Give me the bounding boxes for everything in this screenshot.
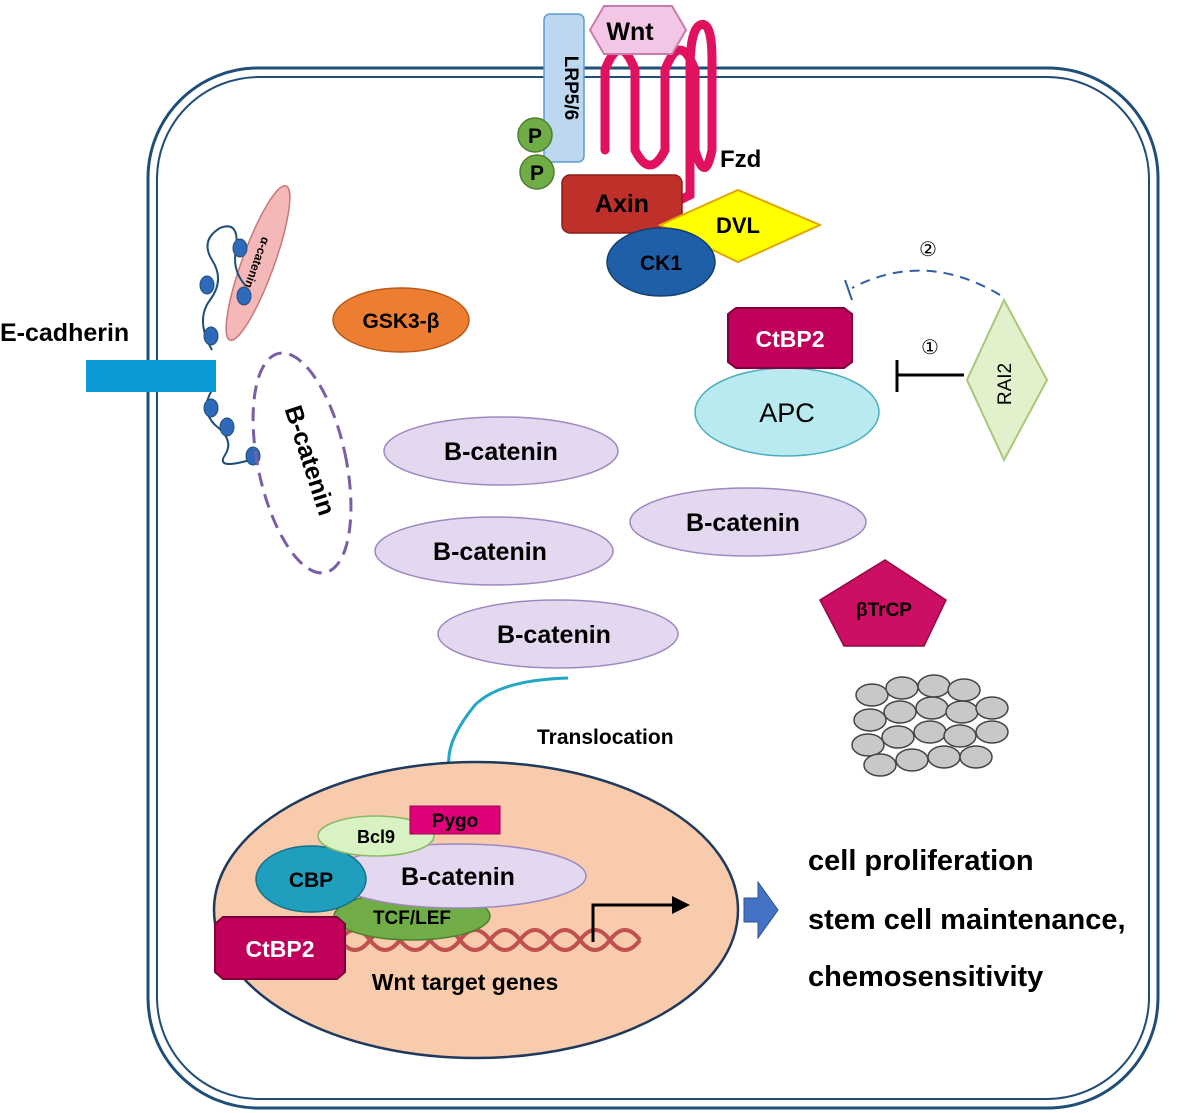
- transcription-arrowhead: [672, 896, 690, 914]
- cbp-ellipse: [255, 845, 367, 913]
- bcatenin-1-label: B-catenin: [444, 438, 558, 466]
- ctbp2-cyto-box: [727, 307, 853, 369]
- btrcp-label: βTrCP: [856, 600, 912, 621]
- bcatenin-3: [374, 516, 614, 586]
- ck1-label: CK1: [640, 252, 682, 275]
- ctbp2-nuc-label: CtBP2: [245, 936, 314, 962]
- bcatenin-2-label: B-catenin: [686, 509, 800, 537]
- e-cadherin-bar: [86, 360, 216, 392]
- circle-2-label: ②: [919, 239, 937, 261]
- bcl9-label: Bcl9: [357, 827, 395, 847]
- axin-box: [561, 174, 683, 234]
- membrane-bcatenin-label: B-catenin: [279, 402, 341, 519]
- gsk3b-label: GSK3-β: [363, 310, 440, 333]
- outcome-3: chemosensitivity: [808, 961, 1043, 993]
- bcatenin-3-label: B-catenin: [433, 538, 547, 566]
- transcription-arrow: [591, 903, 676, 942]
- phosphate-1-label: P: [528, 125, 542, 148]
- phosphate-1: [517, 117, 553, 153]
- btrcp-pentagon: [819, 559, 947, 647]
- cell-membrane-outer: [146, 66, 1160, 1110]
- wnt-targets-label: Wnt target genes: [372, 969, 559, 995]
- outcome-1: cell proliferation: [808, 845, 1034, 877]
- bcatenin-1: [383, 416, 619, 486]
- wnt-label: Wnt: [606, 18, 654, 46]
- lrp5-6-label: LRP5/6: [560, 56, 581, 120]
- ctbp2-cyto-label: CtBP2: [755, 326, 824, 352]
- outcome-2: stem cell maintenance,: [808, 904, 1126, 936]
- translocation-label: Translocation: [537, 726, 674, 749]
- rai2-inhibition-2: [844, 269, 1001, 301]
- wnt-ligand: [588, 5, 688, 55]
- ctbp2-nuc-box: [214, 916, 346, 980]
- bcatenin-nuc-label: B-catenin: [401, 863, 515, 891]
- outcome-arrow: [743, 880, 779, 940]
- bcatenin-4: [437, 599, 679, 669]
- bcl9-ellipse: [317, 815, 435, 857]
- ck1-ellipse: [606, 227, 716, 297]
- dvl-label: DVL: [716, 213, 760, 238]
- gsk3b-ellipse: [332, 287, 470, 353]
- bcatenin-2: [629, 487, 867, 557]
- axin-label: Axin: [595, 190, 649, 218]
- phosphate-2-label: P: [530, 162, 544, 185]
- circle-1-label: ①: [921, 337, 939, 359]
- lrp5-6-receptor: [543, 13, 585, 163]
- pygo-box: [409, 805, 501, 835]
- cbp-label: CBP: [289, 869, 333, 892]
- membrane-bcatenin-ellipse: [251, 351, 353, 575]
- proteasome: [851, 674, 1009, 777]
- apc-label: APC: [759, 398, 815, 428]
- tcf-lef-label: TCF/LEF: [373, 908, 451, 929]
- pygo-label: Pygo: [432, 811, 478, 832]
- bcatenin-4-label: B-catenin: [497, 621, 611, 649]
- rai2-diamond: [965, 297, 1049, 463]
- rai2-inhibition-1: [895, 360, 964, 392]
- cell-membrane-inner: [156, 76, 1150, 1100]
- fzd-label: Fzd: [720, 146, 761, 173]
- phosphate-2: [519, 154, 555, 190]
- rai2-label: RAI2: [995, 363, 1016, 405]
- e-cadherin-label: E-cadherin: [0, 319, 129, 347]
